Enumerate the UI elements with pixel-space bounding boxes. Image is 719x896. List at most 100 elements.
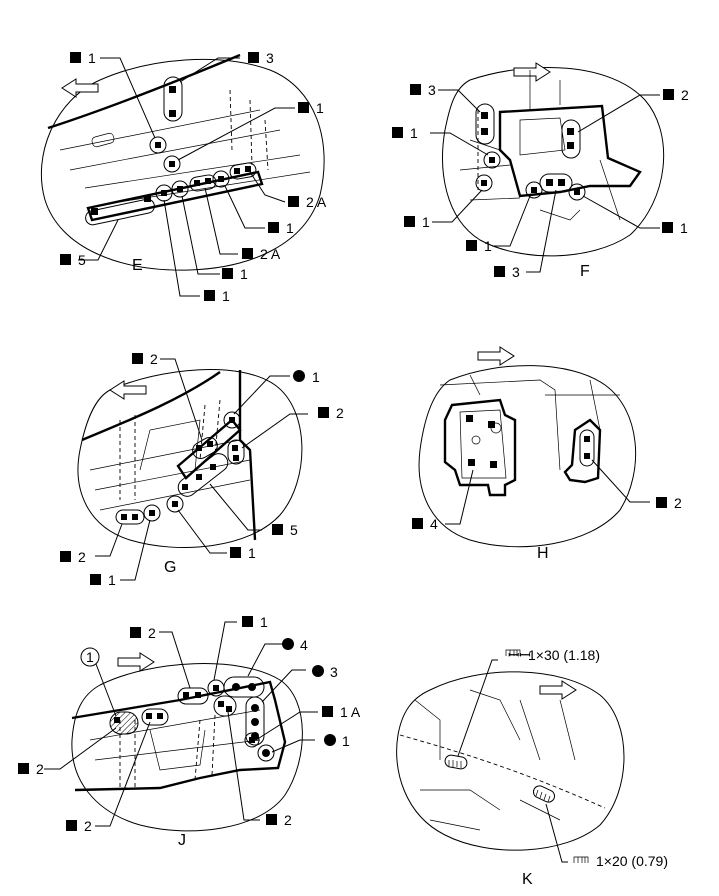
- view-k-outline: [396, 671, 625, 851]
- square-weld-icon: [183, 692, 189, 698]
- weld-group-outline: [177, 453, 229, 497]
- callout-label: 2: [681, 87, 689, 103]
- square-weld-icon: [531, 187, 537, 193]
- weld-group-outline: [177, 687, 209, 705]
- square-weld-icon: [248, 52, 259, 63]
- sealer-line: [399, 734, 606, 809]
- weld-ring: [166, 495, 184, 513]
- square-weld-icon: [268, 222, 279, 233]
- round-weld-icon: [324, 734, 336, 746]
- square-weld-icon: [196, 474, 202, 480]
- square-weld-icon: [182, 484, 188, 490]
- weld-group-outline: [579, 429, 595, 467]
- callout-label: 1: [222, 288, 230, 304]
- weld-group-outline: [227, 439, 245, 465]
- weld-group-outline: [192, 437, 218, 459]
- sealer-icon: [444, 754, 468, 770]
- bracket-plate: [443, 398, 517, 497]
- square-weld-icon: [194, 180, 200, 186]
- callout-label: 1: [286, 220, 294, 236]
- weld-ring: [475, 174, 493, 192]
- direction-arrow-icon: [513, 62, 551, 82]
- callout-label: 1: [248, 545, 256, 561]
- square-weld-icon: [318, 407, 329, 418]
- square-weld-icon: [169, 110, 176, 117]
- view-e-outline: [41, 58, 325, 271]
- callout-label: 2 A: [260, 246, 281, 262]
- direction-arrow-icon: [117, 652, 155, 672]
- square-weld-icon: [149, 510, 155, 516]
- callout-label: 1: [108, 572, 116, 588]
- weld-ring: [163, 155, 181, 173]
- square-weld-icon: [90, 574, 101, 585]
- hidden-lines: [229, 89, 269, 171]
- round-weld-icon: [232, 683, 240, 691]
- view-e: 1 3 1 2 A 1 2 A 5 1 1 E: [41, 50, 327, 304]
- square-weld-icon: [558, 179, 565, 186]
- weld-ring: [525, 181, 543, 199]
- weld-ring: [149, 136, 167, 154]
- square-weld-icon: [272, 524, 283, 535]
- square-weld-icon: [298, 102, 309, 113]
- square-weld-icon: [66, 820, 77, 831]
- callout-label: 3: [512, 264, 520, 280]
- panel-detail: [59, 109, 311, 206]
- round-weld-icon: [248, 683, 256, 691]
- callout-label: 4: [430, 516, 438, 532]
- square-weld-icon: [233, 455, 239, 461]
- lower-rail: [86, 170, 264, 222]
- square-weld-icon: [412, 518, 423, 529]
- square-weld-icon: [234, 168, 240, 174]
- square-weld-icon: [494, 266, 505, 277]
- square-weld-icon: [489, 157, 495, 163]
- view-title: J: [178, 832, 186, 849]
- square-weld-icon: [132, 514, 138, 520]
- callout-label: 1: [316, 100, 324, 116]
- square-weld-icon: [91, 208, 98, 215]
- square-weld-icon: [490, 461, 497, 468]
- callout-label: 1×20 (0.79): [596, 853, 668, 869]
- bracket-panel: [498, 104, 642, 198]
- square-weld-icon: [222, 268, 233, 279]
- direction-arrow-icon: [109, 380, 147, 400]
- square-weld-icon: [161, 190, 167, 196]
- view-k: ꟷꟷ 1×30 (1.18) 1×20 (0.79) K: [396, 647, 668, 888]
- square-weld-icon: [584, 453, 590, 459]
- callout-label: 3: [266, 50, 274, 66]
- weld-group-outline: [245, 696, 265, 746]
- square-weld-icon: [468, 459, 475, 466]
- circled-number: [80, 647, 100, 667]
- square-weld-icon: [404, 216, 415, 227]
- square-weld-icon: [121, 514, 127, 520]
- weld-group-outline: [229, 162, 257, 180]
- square-weld-icon: [584, 436, 590, 442]
- callout-label: 1: [240, 266, 248, 282]
- square-weld-icon: [567, 142, 574, 149]
- square-weld-icon: [177, 186, 183, 192]
- sealer-icon: [573, 856, 589, 863]
- square-weld-icon: [218, 176, 224, 182]
- square-weld-icon: [172, 501, 178, 507]
- square-weld-icon: [155, 142, 161, 148]
- callout-label: 2: [284, 812, 292, 828]
- callout-label: 5: [290, 522, 298, 538]
- square-weld-icon: [195, 692, 201, 698]
- diagonal-brace: [176, 418, 242, 480]
- weld-ring: [257, 744, 275, 762]
- square-weld-icon: [205, 178, 211, 184]
- view-title: H: [537, 545, 549, 562]
- view-f: 3 2 1 1 1 1 3 F: [392, 62, 689, 280]
- weld-ring: [212, 170, 230, 188]
- weld-ring: [171, 180, 189, 198]
- square-weld-icon: [662, 222, 673, 233]
- view-j-outline: [71, 663, 303, 832]
- square-weld-icon: [60, 551, 71, 562]
- square-weld-icon: [242, 616, 253, 627]
- callout-label: 2: [150, 351, 158, 367]
- square-weld-icon: [60, 254, 71, 265]
- view-title: K: [522, 871, 533, 888]
- panel-edge: [81, 371, 221, 442]
- square-weld-icon: [169, 161, 175, 167]
- weld-ring: [483, 151, 501, 169]
- callout-label: 1: [260, 614, 268, 630]
